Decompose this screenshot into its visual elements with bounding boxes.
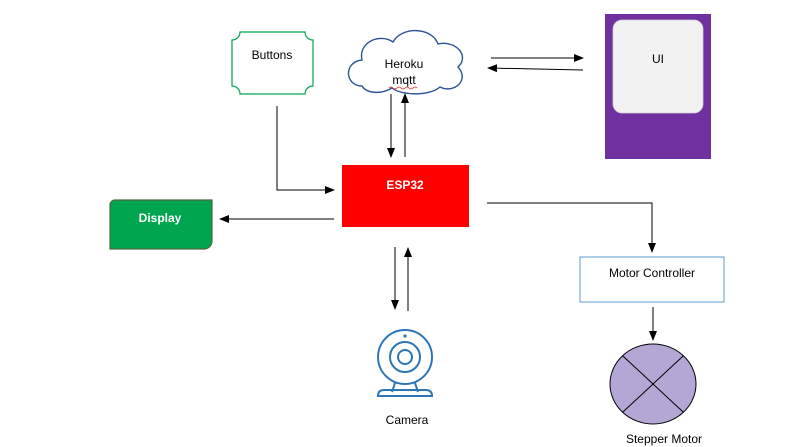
webcam-icon xyxy=(376,329,434,397)
connectors xyxy=(219,54,657,341)
motor-controller-node: Motor Controller xyxy=(579,256,725,303)
heroku-mqtt-node: Heroku mqtt xyxy=(347,29,464,95)
display-shape xyxy=(109,199,213,250)
mqtt-label: mqtt xyxy=(392,73,416,87)
ui-screen xyxy=(612,19,704,114)
arrow-buttons-to-esp32 xyxy=(276,106,335,194)
camera-node: Camera xyxy=(376,329,434,427)
ui-node: UI xyxy=(605,14,711,159)
heroku-label: Heroku xyxy=(385,57,424,71)
display-node: Display xyxy=(109,199,213,250)
stepper-motor-node: Stepper Motor xyxy=(609,343,702,446)
buttons-node: Buttons xyxy=(231,31,314,95)
arrow-esp32-to-motor-controller xyxy=(487,202,656,253)
camera-label: Camera xyxy=(386,413,429,427)
ui-label: UI xyxy=(652,52,664,66)
esp32-label: ESP32 xyxy=(386,178,424,192)
esp32-node: ESP32 xyxy=(342,165,469,227)
esp32-box xyxy=(342,165,469,227)
motor-controller-label: Motor Controller xyxy=(609,266,695,280)
buttons-label: Buttons xyxy=(252,48,293,62)
cloud-shape xyxy=(347,29,464,95)
stepper-cross-line xyxy=(622,355,684,413)
arrow-ui-to-heroku xyxy=(487,64,584,73)
display-label: Display xyxy=(139,211,182,225)
buttons-shape xyxy=(231,31,314,95)
motor-controller-box xyxy=(579,256,725,303)
spellcheck-underline xyxy=(388,86,418,90)
stepper-motor-label: Stepper Motor xyxy=(626,432,702,446)
